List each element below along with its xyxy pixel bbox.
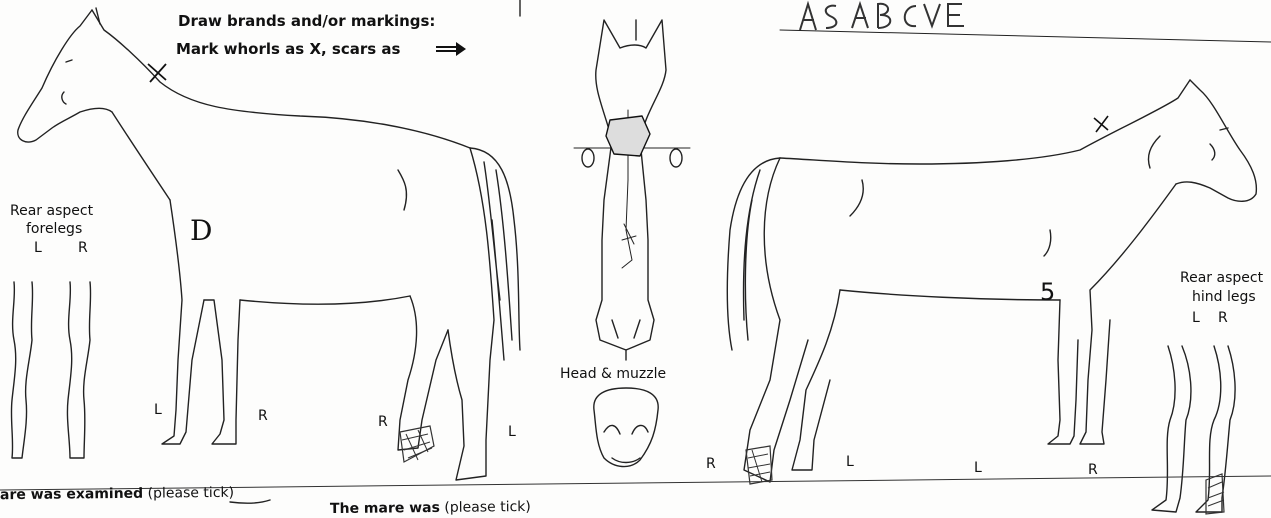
right-horse-hoof-marking [746,446,772,484]
mare-was-label: The mare was (please tick) [330,499,531,517]
top-rule [780,30,1271,42]
forelegs-l-label: L [34,240,42,256]
mare-was-prefix: The mare was [330,500,440,517]
handwritten-as-above [800,4,964,30]
left-horse-hoof-marking [400,426,434,462]
instructions-line1: Draw brands and/or markings: [178,12,435,30]
scar-arrow-icon [436,42,466,56]
examined-label: are was examined (please tick) [0,485,234,503]
right-horse-brand: 5 [1040,278,1055,306]
left-horse-leg-r: R [258,408,268,424]
left-horse-face-marks [62,60,72,104]
left-horse-leg-r-rear: R [378,414,388,430]
right-horse-face-marks [1148,128,1228,168]
hindlegs-title-line2: hind legs [1192,289,1256,305]
right-horse-leg-r-rear: R [1088,462,1098,478]
horse-left-outline [18,8,520,480]
left-horse-brand: D [190,214,212,247]
forelegs-title-line1: Rear aspect [10,203,93,219]
muzzle-view [594,388,658,467]
hindlegs-l-label: L [1192,310,1200,326]
right-horse-whorl-x [1094,116,1108,132]
head-front-view [574,20,690,360]
examined-suffix: (please tick) [148,485,235,502]
instructions-line2: Mark whorls as X, scars as [176,40,400,58]
examined-prefix: are was examined [0,486,143,503]
right-horse-leg-r: R [706,456,716,472]
forelegs-r-label: R [78,240,88,256]
tick-mark [230,500,270,503]
right-horse-leg-l-rear: L [974,460,982,476]
left-horse-leg-l: L [154,402,162,418]
head-muzzle-label: Head & muzzle [560,366,666,382]
hindlegs-r-label: R [1218,310,1228,326]
left-horse-scar [398,170,406,210]
mare-was-suffix: (please tick) [444,499,531,516]
right-horse-scars [850,180,1051,256]
left-horse-leg-l-rear: L [508,424,516,440]
hindlegs-title-line1: Rear aspect [1180,270,1263,286]
forelegs-title-line2: forelegs [26,221,82,237]
forelegs-rear-aspect [11,282,90,458]
horse-right-outline [727,80,1256,482]
right-horse-leg-l: L [846,454,854,470]
